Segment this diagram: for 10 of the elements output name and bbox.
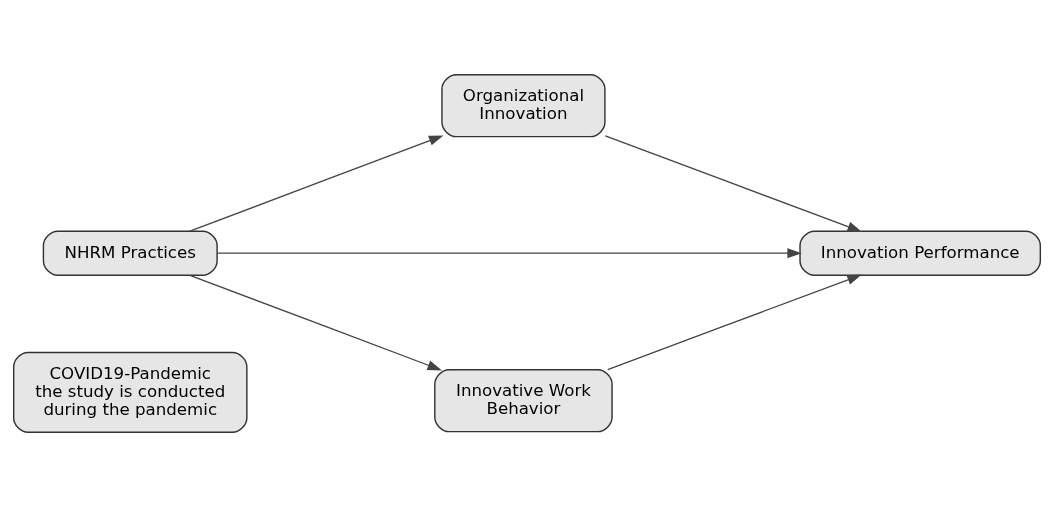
arrow [607, 274, 862, 371]
arrow [604, 135, 862, 232]
arrow [216, 248, 802, 259]
node-box: Innovation Performance [799, 230, 1042, 276]
arrow [189, 274, 442, 371]
node-box: COVID19-Pandemic the study is conducted during the pandemic [12, 351, 248, 433]
arrow [189, 135, 444, 232]
node-box: Innovative Work Behavior [434, 369, 613, 433]
node-box: Organizational Innovation [441, 74, 606, 138]
node-box: NHRM Practices [42, 230, 218, 276]
